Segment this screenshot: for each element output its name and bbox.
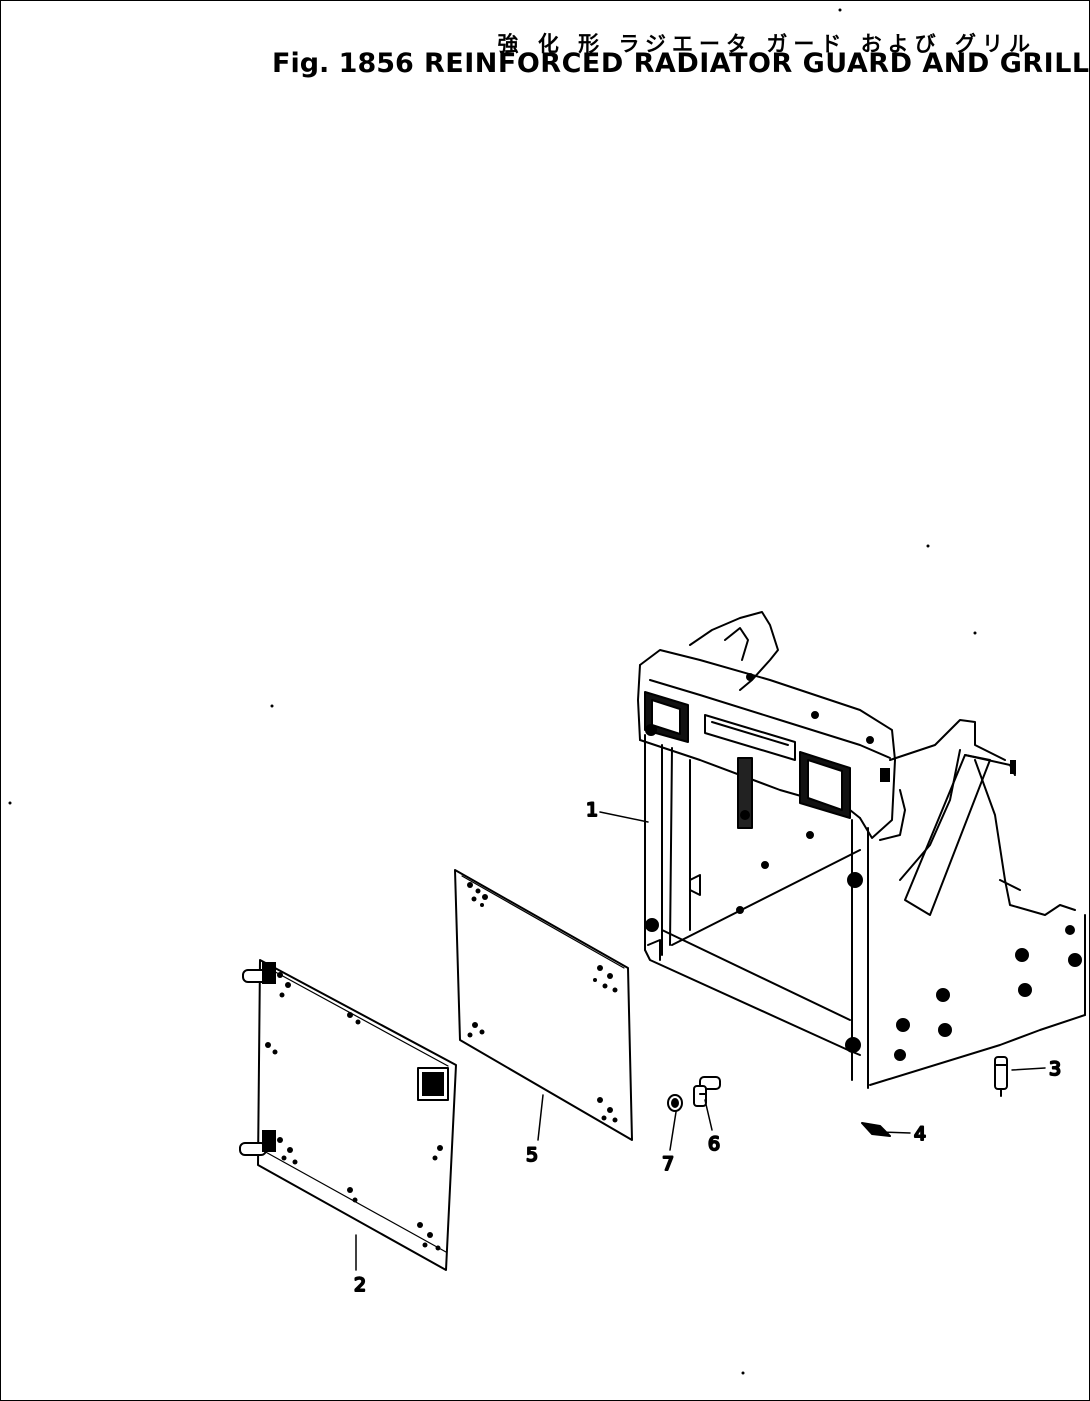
callout-1: 1 [586, 799, 598, 821]
scan-specks [8, 8, 977, 1375]
part-5-screen [454, 869, 633, 1141]
radiator-guard-assembly [637, 611, 1086, 1089]
callout-7: 7 [662, 1153, 674, 1175]
callout-3: 3 [1049, 1058, 1061, 1080]
figure-title: REINFORCED RADIATOR GUARD AND GRILLE [424, 48, 1090, 79]
leader-lines [355, 811, 1046, 1271]
callout-5: 5 [526, 1144, 538, 1166]
part-7-washer [667, 1094, 683, 1112]
callout-6: 6 [708, 1133, 720, 1155]
figure-number: Fig. 1856 [272, 48, 414, 79]
part-3-bolt [994, 1056, 1008, 1097]
part-4-plate [861, 1122, 891, 1137]
part-2-grille [239, 959, 457, 1271]
callout-4: 4 [914, 1123, 926, 1145]
part-6-bolt [693, 1076, 721, 1107]
title-japanese: 強 化 形 ラジエータ ガード および グリル [497, 32, 1036, 56]
callout-2: 2 [354, 1274, 366, 1296]
